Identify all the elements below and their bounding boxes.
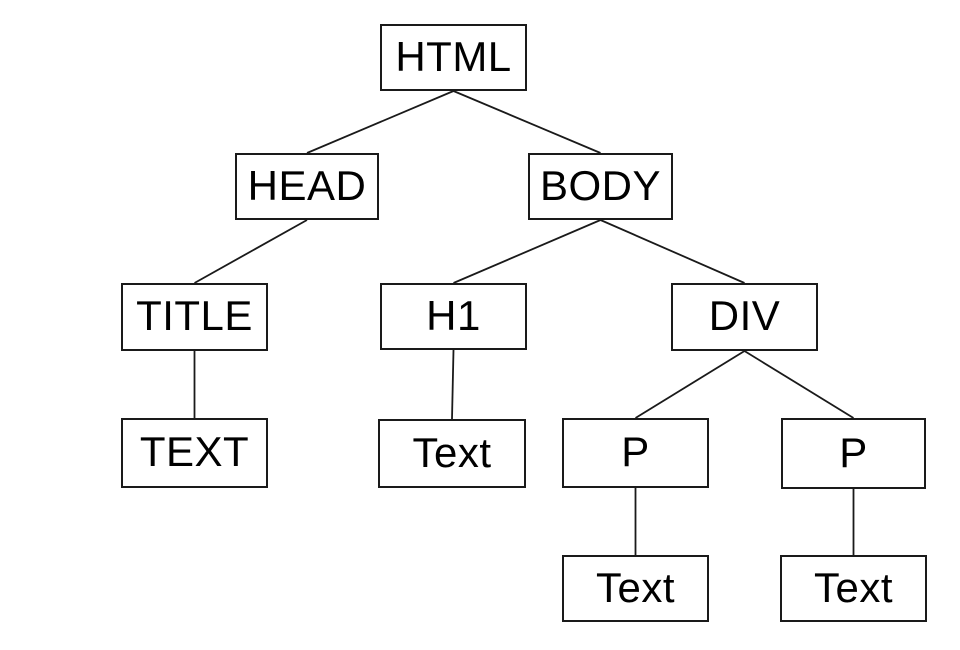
node-p-first: P (562, 418, 709, 488)
edge-html-head (306, 90, 454, 154)
node-title: TITLE (121, 283, 268, 351)
node-body: BODY (528, 153, 673, 220)
edge-div-p2 (744, 350, 854, 419)
edge-body-h1 (453, 219, 601, 284)
node-h1: H1 (380, 283, 527, 350)
node-head: HEAD (235, 153, 379, 220)
edge-body-div (600, 219, 745, 284)
node-text-under-p-second: Text (780, 555, 927, 622)
edge-h1-text (451, 349, 455, 420)
edge-html-body (453, 90, 601, 154)
node-text-under-p-first: Text (562, 555, 709, 622)
node-p-second: P (781, 418, 926, 489)
node-html: HTML (380, 24, 527, 91)
edge-div-p1 (635, 350, 745, 419)
node-text-under-h1: Text (378, 419, 526, 488)
node-text-under-title: TEXT (121, 418, 268, 488)
edge-head-title (194, 219, 308, 284)
node-div: DIV (671, 283, 818, 351)
